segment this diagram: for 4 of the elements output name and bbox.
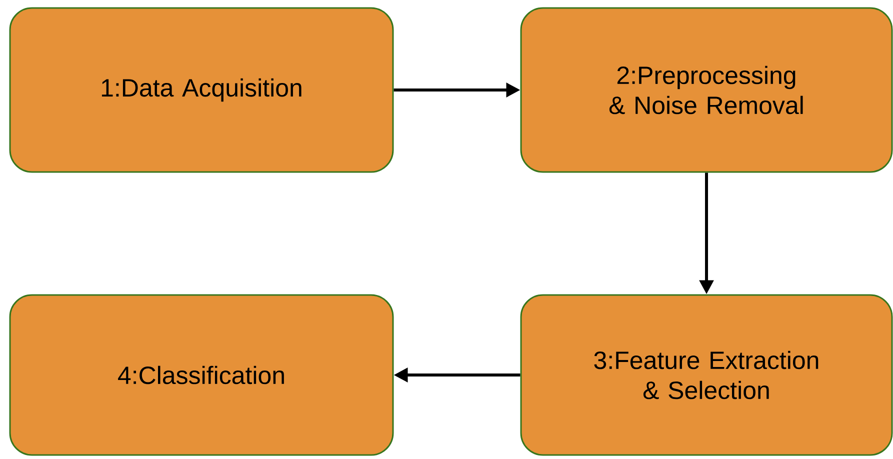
process-box: 2:Preprocessing & Noise Removal [520,7,893,173]
process-box: 3:Feature Extraction & Selection [520,294,893,456]
process-box: 1:Data Acquisition [9,7,394,173]
process-box: 4:Classification [9,294,394,456]
